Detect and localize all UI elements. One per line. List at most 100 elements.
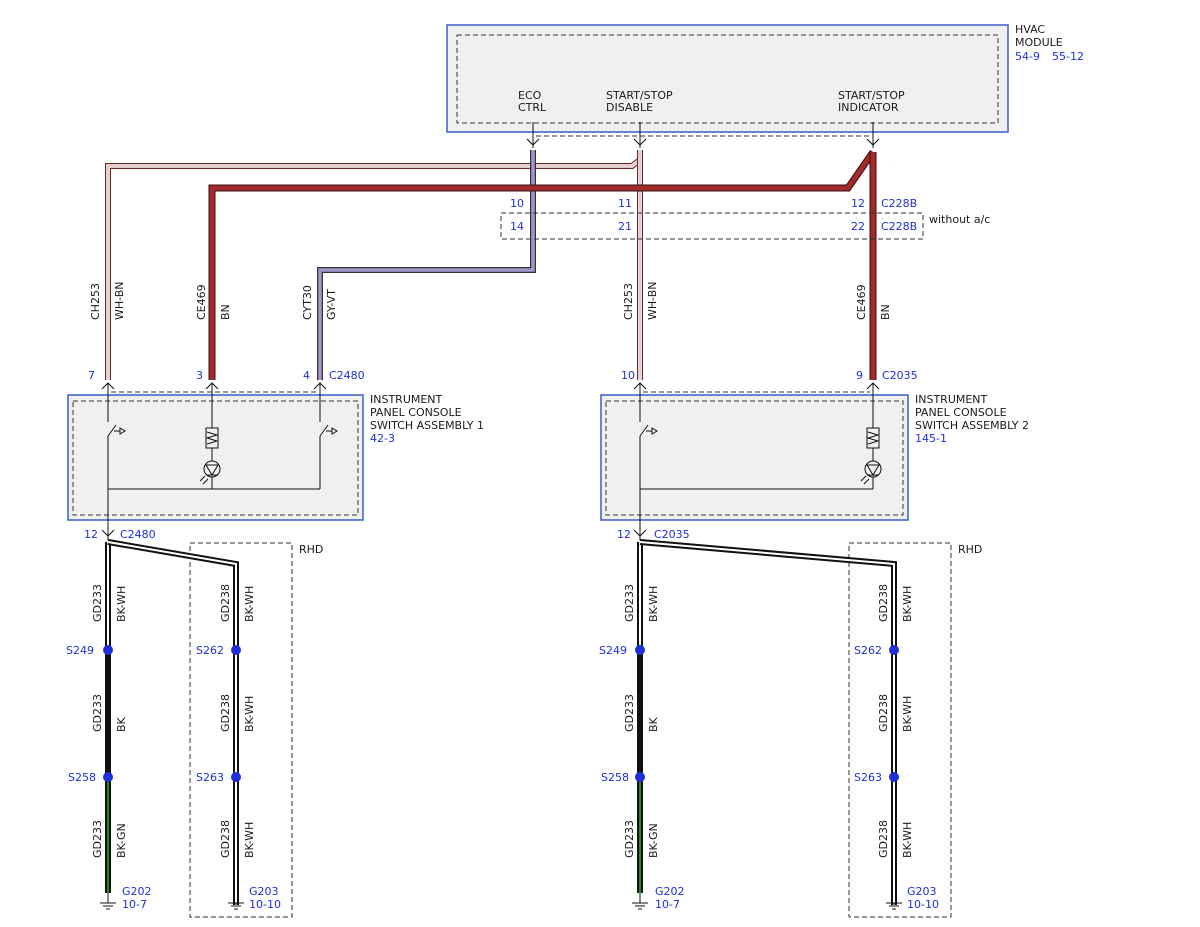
ground-g202-ref-right: 10-7 <box>655 898 680 911</box>
wire-label-gd238-c-right: GD238 <box>877 820 890 858</box>
c228b-pin-22: 22 <box>851 220 865 233</box>
wire-label-gyvt: GY-VT <box>325 289 338 320</box>
wire-label-ch253-b: CH253 <box>622 283 635 320</box>
pin-arrow-icon <box>526 138 540 146</box>
c228b-pin-14: 14 <box>510 220 524 233</box>
splice-label-s262-right: S262 <box>854 644 882 657</box>
splice-label-s263-right: S263 <box>854 771 882 784</box>
wire-gd238-bkwh-left[interactable] <box>107 539 239 905</box>
c228b-pin-10: 10 <box>510 197 524 210</box>
c2035-pin-10: 10 <box>621 369 635 382</box>
c228b-name-1: C228B <box>881 197 917 210</box>
sw2-label-2: PANEL CONSOLE <box>915 406 1007 419</box>
c2480-name: C2480 <box>329 369 365 382</box>
ground-icon <box>886 902 902 910</box>
wire-label-gd233-b-right: GD233 <box>623 694 636 732</box>
without-ac-box <box>500 212 924 240</box>
c2035-pin-12: 12 <box>617 528 631 541</box>
c2480-pin-3: 3 <box>196 369 203 382</box>
sw2-ref: 145-1 <box>915 432 947 445</box>
c2480-pin-4: 4 <box>303 369 310 382</box>
wire-label-bk-left: BK <box>115 716 128 732</box>
splice-s263-left[interactable] <box>231 772 241 782</box>
without-ac-note: without a/c <box>929 213 990 226</box>
switch-assembly-1[interactable] <box>67 394 364 521</box>
wire-label-ch253: CH253 <box>89 283 102 320</box>
hvac-ref-2: 55-12 <box>1052 50 1084 63</box>
c2035-name: C2035 <box>882 369 918 382</box>
sw1-label-2: PANEL CONSOLE <box>370 406 462 419</box>
splice-label-s249-left: S249 <box>66 644 94 657</box>
splice-s249-left[interactable] <box>103 645 113 655</box>
rhd-box-right <box>848 542 952 918</box>
splice-s258-left[interactable] <box>103 772 113 782</box>
wire-label-bk-right: BK <box>647 716 660 732</box>
ground-g203-ref-left: 10-10 <box>249 898 281 911</box>
c228b-name-2: C228B <box>881 220 917 233</box>
switch-assembly-2[interactable] <box>600 394 909 521</box>
wire-label-gd238-b-left: GD238 <box>219 694 232 732</box>
wire-label-gd238-c-left: GD238 <box>219 820 232 858</box>
wire-label-bkgn-right: BK-GN <box>647 823 660 858</box>
pin-arrow-icon <box>633 529 647 537</box>
switch-contact-icon <box>107 424 126 437</box>
wire-label-bkwh-a-right: BK-WH <box>647 586 660 622</box>
wire-label-gd238-b-right: GD238 <box>877 694 890 732</box>
pin-ss-disable-2: DISABLE <box>606 101 653 114</box>
splice-s262-left[interactable] <box>231 645 241 655</box>
wire-label-bkwh-a-left: BK-WH <box>115 586 128 622</box>
wire-label-bkgn-left: BK-GN <box>115 823 128 858</box>
c2480-pin-7: 7 <box>88 369 95 382</box>
rhd-label-left: RHD <box>299 543 323 556</box>
wire-label-gd233-a-right: GD233 <box>623 584 636 622</box>
pin-ss-indicator-1: START/STOP <box>838 89 905 102</box>
c228b-pin-21: 21 <box>618 220 632 233</box>
wire-label-bn: BN <box>219 304 232 320</box>
splice-s249-right[interactable] <box>635 645 645 655</box>
wire-label-gd233-c-left: GD233 <box>91 820 104 858</box>
wire-label-bkwh-c-left: BK-WH <box>243 696 256 732</box>
switch-contact-icon <box>639 424 658 437</box>
wire-label-gd238-a-right: GD238 <box>877 584 890 622</box>
pin-eco-ctrl-2: CTRL <box>518 101 547 114</box>
splice-s262-right[interactable] <box>889 645 899 655</box>
splice-s258-right[interactable] <box>635 772 645 782</box>
hvac-title-2: MODULE <box>1015 36 1063 49</box>
hvac-module[interactable] <box>446 24 1009 133</box>
splice-label-s263-left: S263 <box>196 771 224 784</box>
c2480-name-b: C2480 <box>120 528 156 541</box>
wire-label-cyt30: CYT30 <box>301 285 314 320</box>
wire-gd238-bkwh-right[interactable] <box>639 539 897 905</box>
ground-g203-left: G203 <box>249 885 279 898</box>
wire-label-gd233-b-left: GD233 <box>91 694 104 732</box>
ground-g202-right: G202 <box>655 885 685 898</box>
pin-arrow-icon <box>101 529 115 537</box>
hvac-title-1: HVAC <box>1015 23 1045 36</box>
wire-label-ce469-b: CE469 <box>855 284 868 320</box>
pin-ss-indicator-2: INDICATOR <box>838 101 899 114</box>
ground-icon <box>228 902 244 910</box>
sw1-label-1: INSTRUMENT <box>370 393 443 406</box>
ground-icon <box>632 893 648 910</box>
sw2-label-3: SWITCH ASSEMBLY 2 <box>915 419 1029 432</box>
wire-label-gd233-c-right: GD233 <box>623 820 636 858</box>
wire-label-bkwh-c-right: BK-WH <box>901 696 914 732</box>
rhd-box-left <box>189 542 293 918</box>
switch-contact-icon <box>319 424 338 437</box>
c228b-pin-11: 11 <box>618 197 632 210</box>
wire-label-bkwh-d-left: BK-WH <box>243 822 256 858</box>
wire-label-bkwh-b-right: BK-WH <box>901 586 914 622</box>
wire-label-bkwh-b-left: BK-WH <box>243 586 256 622</box>
pin-arrow-icon <box>633 138 647 146</box>
ground-g202-left: G202 <box>122 885 152 898</box>
wire-label-gd238-a-left: GD238 <box>219 584 232 622</box>
wire-label-bn-b: BN <box>879 304 892 320</box>
wire-label-bkwh-d-right: BK-WH <box>901 822 914 858</box>
wire-label-ce469: CE469 <box>195 284 208 320</box>
splice-s263-right[interactable] <box>889 772 899 782</box>
splice-label-s258-right: S258 <box>601 771 629 784</box>
sw1-ref: 42-3 <box>370 432 395 445</box>
ground-g202-ref-left: 10-7 <box>122 898 147 911</box>
splice-label-s249-right: S249 <box>599 644 627 657</box>
